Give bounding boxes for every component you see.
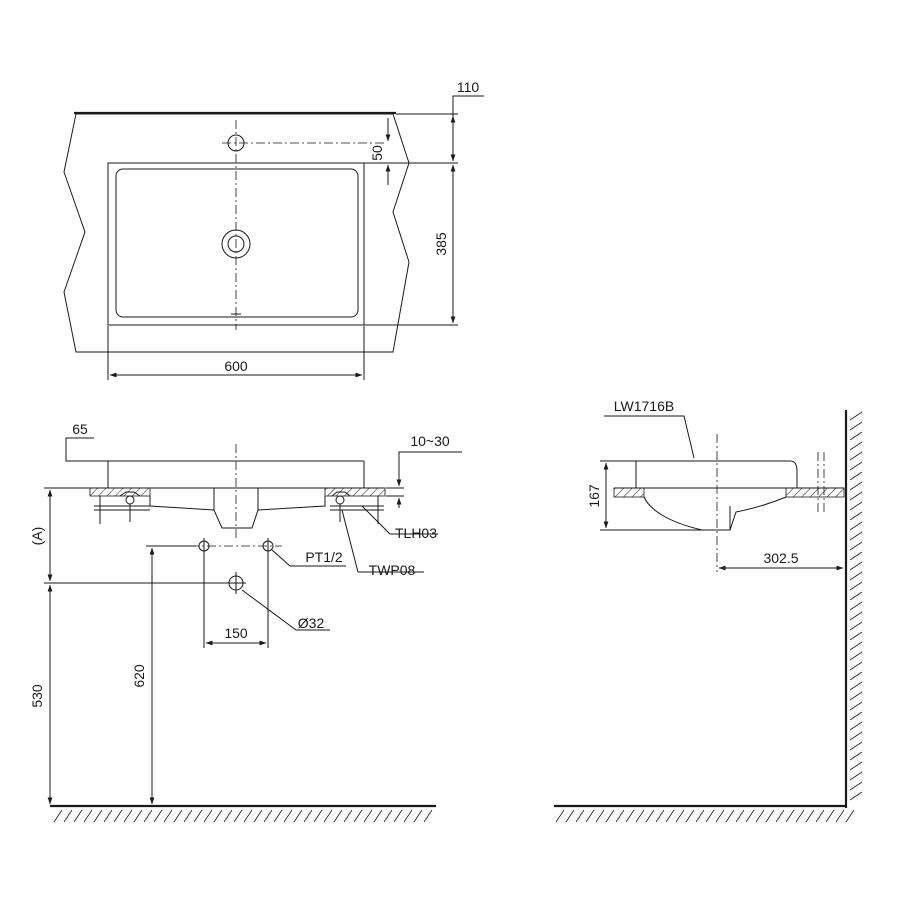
side-floor-hatch [555, 809, 855, 823]
front-counter-left [89, 487, 151, 497]
dim-wall: 302.5 [763, 550, 798, 566]
side-view: LW1716B 167 302.5 [554, 398, 863, 823]
drain-inner [227, 235, 245, 253]
top-view: 600 385 110 50 [63, 79, 484, 380]
bracket-right [330, 491, 384, 524]
label-supply: PT1/2 [305, 549, 343, 565]
side-wall-hatch [849, 411, 863, 801]
side-basin-bowl [643, 496, 787, 531]
dim-tap-offset: 50 [369, 145, 385, 161]
dim-width: 600 [224, 358, 248, 374]
basin-inner [115, 168, 359, 318]
bracket-left [94, 491, 150, 524]
dim-530: 530 [29, 684, 45, 708]
countertop-outline [63, 113, 410, 353]
front-floor-hatch [53, 809, 433, 823]
drain-outer [221, 229, 251, 259]
dim-top-margin: 110 [457, 79, 480, 95]
dim-height: 167 [586, 484, 602, 508]
side-counter-left [613, 487, 645, 498]
label-trap: TWP08 [369, 562, 416, 578]
side-basin-rim [635, 460, 798, 488]
dim-drain: Ø32 [298, 615, 325, 631]
dim-spacing: 150 [224, 625, 248, 641]
dim-a: (A) [29, 527, 45, 546]
model-label: LW1716B [614, 398, 674, 414]
dim-depth: 385 [433, 232, 449, 256]
front-basin-bowl [149, 496, 326, 529]
dim-counter: 10~30 [410, 433, 450, 449]
side-counter-right [785, 487, 845, 498]
label-bracket: TLH03 [395, 525, 437, 541]
front-view: 65 [29, 421, 462, 823]
dim-rim: 65 [72, 421, 88, 437]
dim-620: 620 [131, 664, 147, 688]
